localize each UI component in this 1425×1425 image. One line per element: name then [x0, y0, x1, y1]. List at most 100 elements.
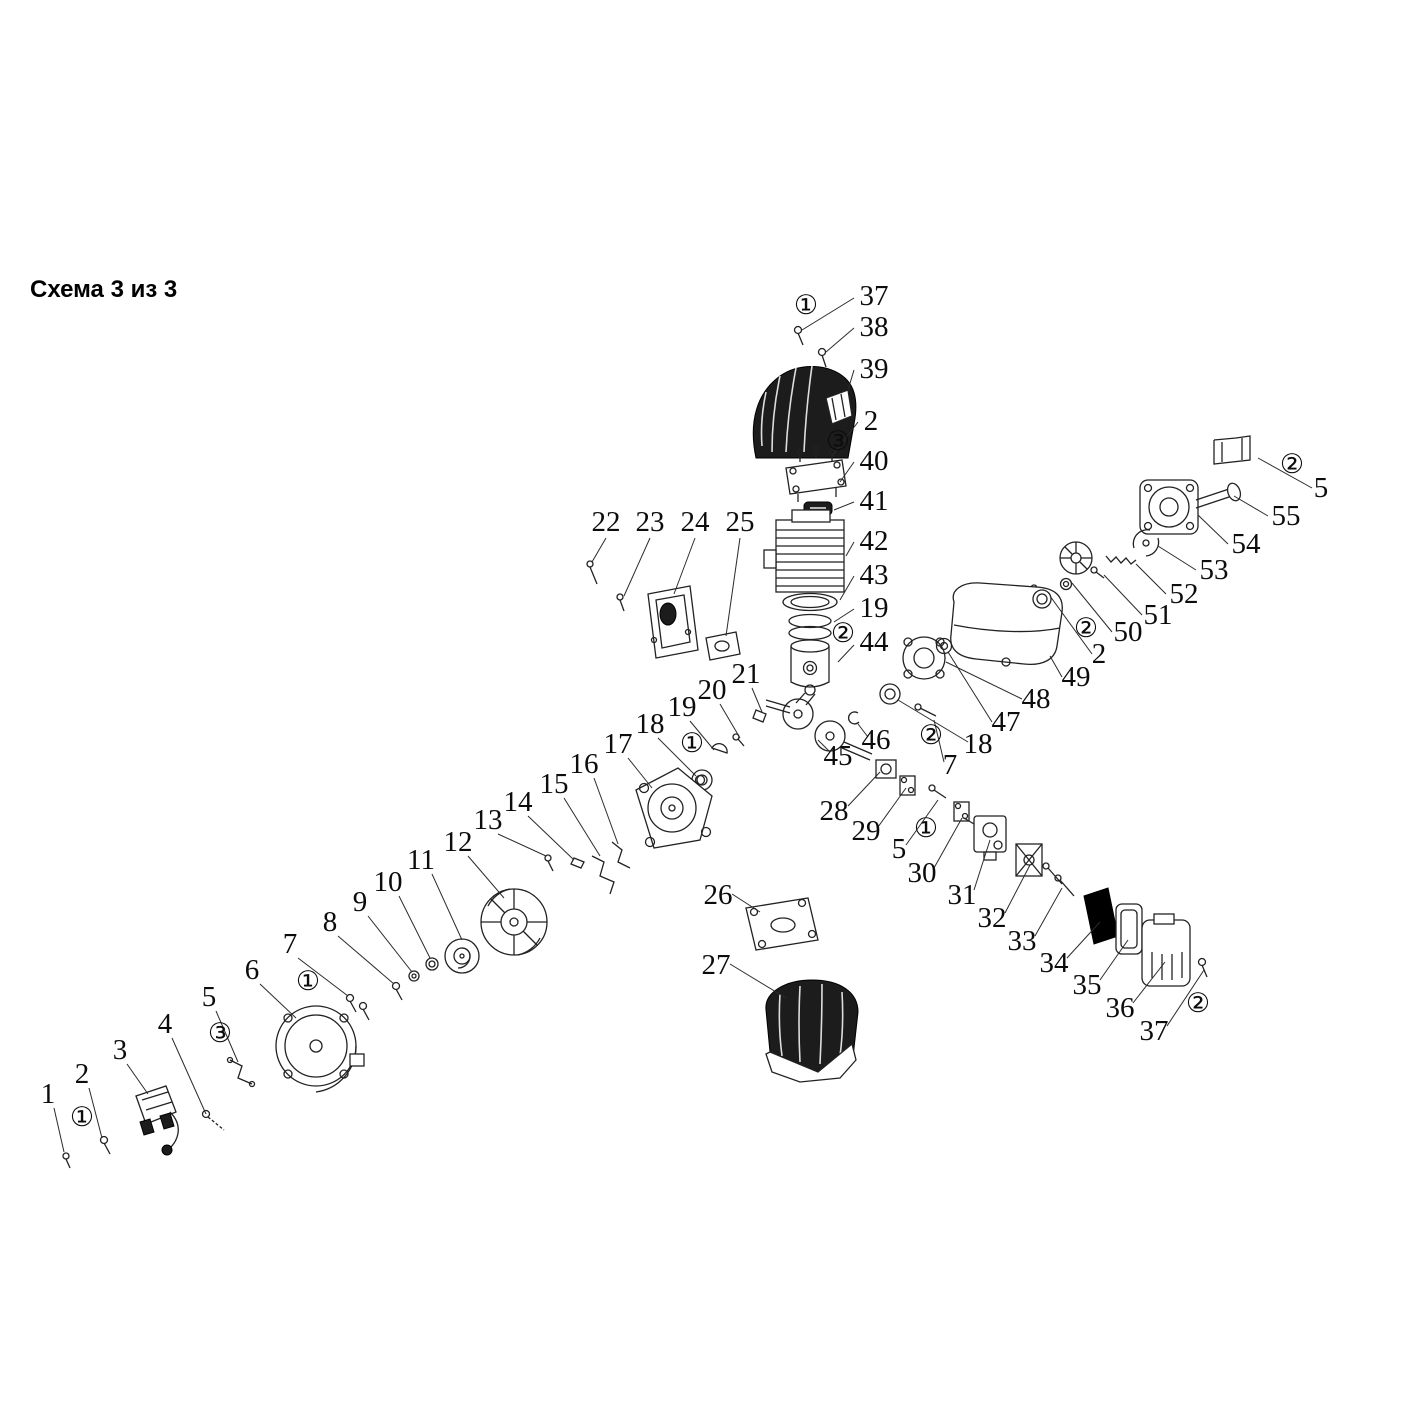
part-label-2: 2	[864, 405, 879, 437]
part-label-1: 1	[41, 1078, 56, 1110]
part-label-20: 20	[698, 674, 727, 706]
leader-line-18	[897, 699, 969, 743]
part-label-35: 35	[1073, 969, 1102, 1001]
part-label-32: 32	[978, 902, 1007, 934]
leader-line-1	[53, 1107, 65, 1153]
part-label-30: 30	[908, 857, 937, 889]
part-label-46: 46	[862, 724, 891, 756]
leader-line-16	[593, 777, 619, 845]
part-16-bracket	[611, 841, 631, 869]
part-42-cylinder	[763, 509, 845, 593]
circled-marker-1: ①	[794, 290, 818, 320]
circled-marker-1: ①	[296, 966, 320, 996]
part-label-37: 37	[860, 280, 889, 312]
part-label-19: 19	[860, 592, 889, 624]
part-label-33: 33	[1008, 925, 1037, 957]
leader-line-43	[839, 575, 855, 601]
leader-line-7	[933, 719, 945, 763]
part-label-50: 50	[1114, 616, 1143, 648]
part-label-21: 21	[732, 658, 761, 690]
part-17-crankcase	[635, 767, 713, 849]
leader-line-28	[847, 771, 881, 807]
leader-line-18	[657, 737, 697, 777]
part-label-40: 40	[860, 445, 889, 477]
circled-marker-2: ②	[919, 720, 943, 750]
leader-line-3	[126, 1063, 149, 1095]
part-label-22: 22	[592, 506, 621, 538]
leader-line-49	[1049, 655, 1063, 678]
part-13-screw	[544, 854, 554, 872]
part-label-9: 9	[353, 886, 368, 918]
part-53-clutch-shoes	[1132, 529, 1160, 557]
circled-marker-2: ②	[1074, 613, 1098, 643]
leader-line-20	[719, 703, 741, 739]
leader-line-35	[1099, 939, 1129, 981]
part-1-screw	[62, 1152, 71, 1169]
leader-line-2	[831, 421, 859, 457]
leader-line-23	[623, 537, 651, 597]
leader-line-41	[833, 501, 855, 511]
part-label-29: 29	[852, 815, 881, 847]
part-label-4: 4	[158, 1008, 173, 1040]
leader-line-11	[431, 873, 463, 941]
part-25-muffler-gasket	[705, 631, 741, 661]
leader-line-10	[398, 895, 431, 959]
part-label-8: 8	[323, 906, 338, 938]
part-45-crankshaft	[765, 684, 873, 761]
leader-line-46	[857, 723, 869, 738]
part-label-27: 27	[702, 949, 731, 981]
leader-line-7	[297, 957, 349, 997]
part-label-26: 26	[704, 879, 733, 911]
part-8-screw	[391, 981, 403, 1001]
leader-line-45	[817, 739, 831, 753]
part-38-screw	[817, 347, 827, 368]
leader-line-53	[1157, 545, 1197, 571]
part-26-gasket-plate	[745, 897, 819, 951]
part-label-43: 43	[860, 559, 889, 591]
part-34-filter-element-dark	[1083, 887, 1119, 945]
leader-line-22	[591, 537, 607, 563]
circled-marker-2: ②	[831, 618, 855, 648]
part-35-filter-element	[1115, 903, 1143, 955]
part-label-47: 47	[992, 706, 1021, 738]
part-10-washer	[425, 957, 439, 971]
part-28-insulator-block	[875, 759, 897, 779]
part-label-39: 39	[860, 353, 889, 385]
part-label-55: 55	[1272, 500, 1301, 532]
part-label-34: 34	[1040, 947, 1070, 979]
leader-line-44	[837, 644, 855, 663]
part-label-23: 23	[636, 506, 665, 538]
leader-line-37	[1166, 969, 1205, 1027]
part-55-output-shaft	[1195, 482, 1242, 509]
part-label-19: 19	[668, 691, 697, 723]
part-12-flywheel	[480, 888, 548, 956]
part-48-engine-mount	[902, 636, 946, 680]
part-31-carburetor	[963, 815, 1007, 861]
part-29-gasket	[899, 775, 916, 796]
part-11-starter-pulley	[444, 938, 480, 974]
part-36-air-filter-cover	[1141, 913, 1191, 987]
part-label-6: 6	[245, 954, 260, 986]
part-19-piston-rings	[788, 613, 832, 641]
leader-line-24	[673, 537, 696, 595]
part-19-woodruff-key	[711, 743, 728, 754]
part-label-54: 54	[1232, 528, 1262, 560]
part-5-bolt-carb	[928, 784, 947, 799]
part-46-circlip	[847, 711, 860, 725]
part-label-31: 31	[948, 879, 977, 911]
part-49-fuel-tank	[950, 582, 1063, 667]
part-label-52: 52	[1170, 578, 1199, 610]
circled-marker-1: ①	[680, 728, 704, 758]
part-27-bottom-cover	[765, 979, 859, 1083]
part-39-engine-top-cover	[752, 365, 857, 459]
leader-line-15	[563, 797, 601, 857]
part-52-spring	[1105, 555, 1137, 565]
leader-line-6	[259, 983, 297, 1019]
leader-line-21	[751, 687, 763, 713]
circled-marker-3: ③	[208, 1018, 232, 1048]
leader-line-40	[839, 461, 855, 483]
leader-line-32	[1004, 864, 1031, 914]
leader-line-36	[1132, 961, 1166, 1004]
part-label-11: 11	[407, 844, 435, 876]
